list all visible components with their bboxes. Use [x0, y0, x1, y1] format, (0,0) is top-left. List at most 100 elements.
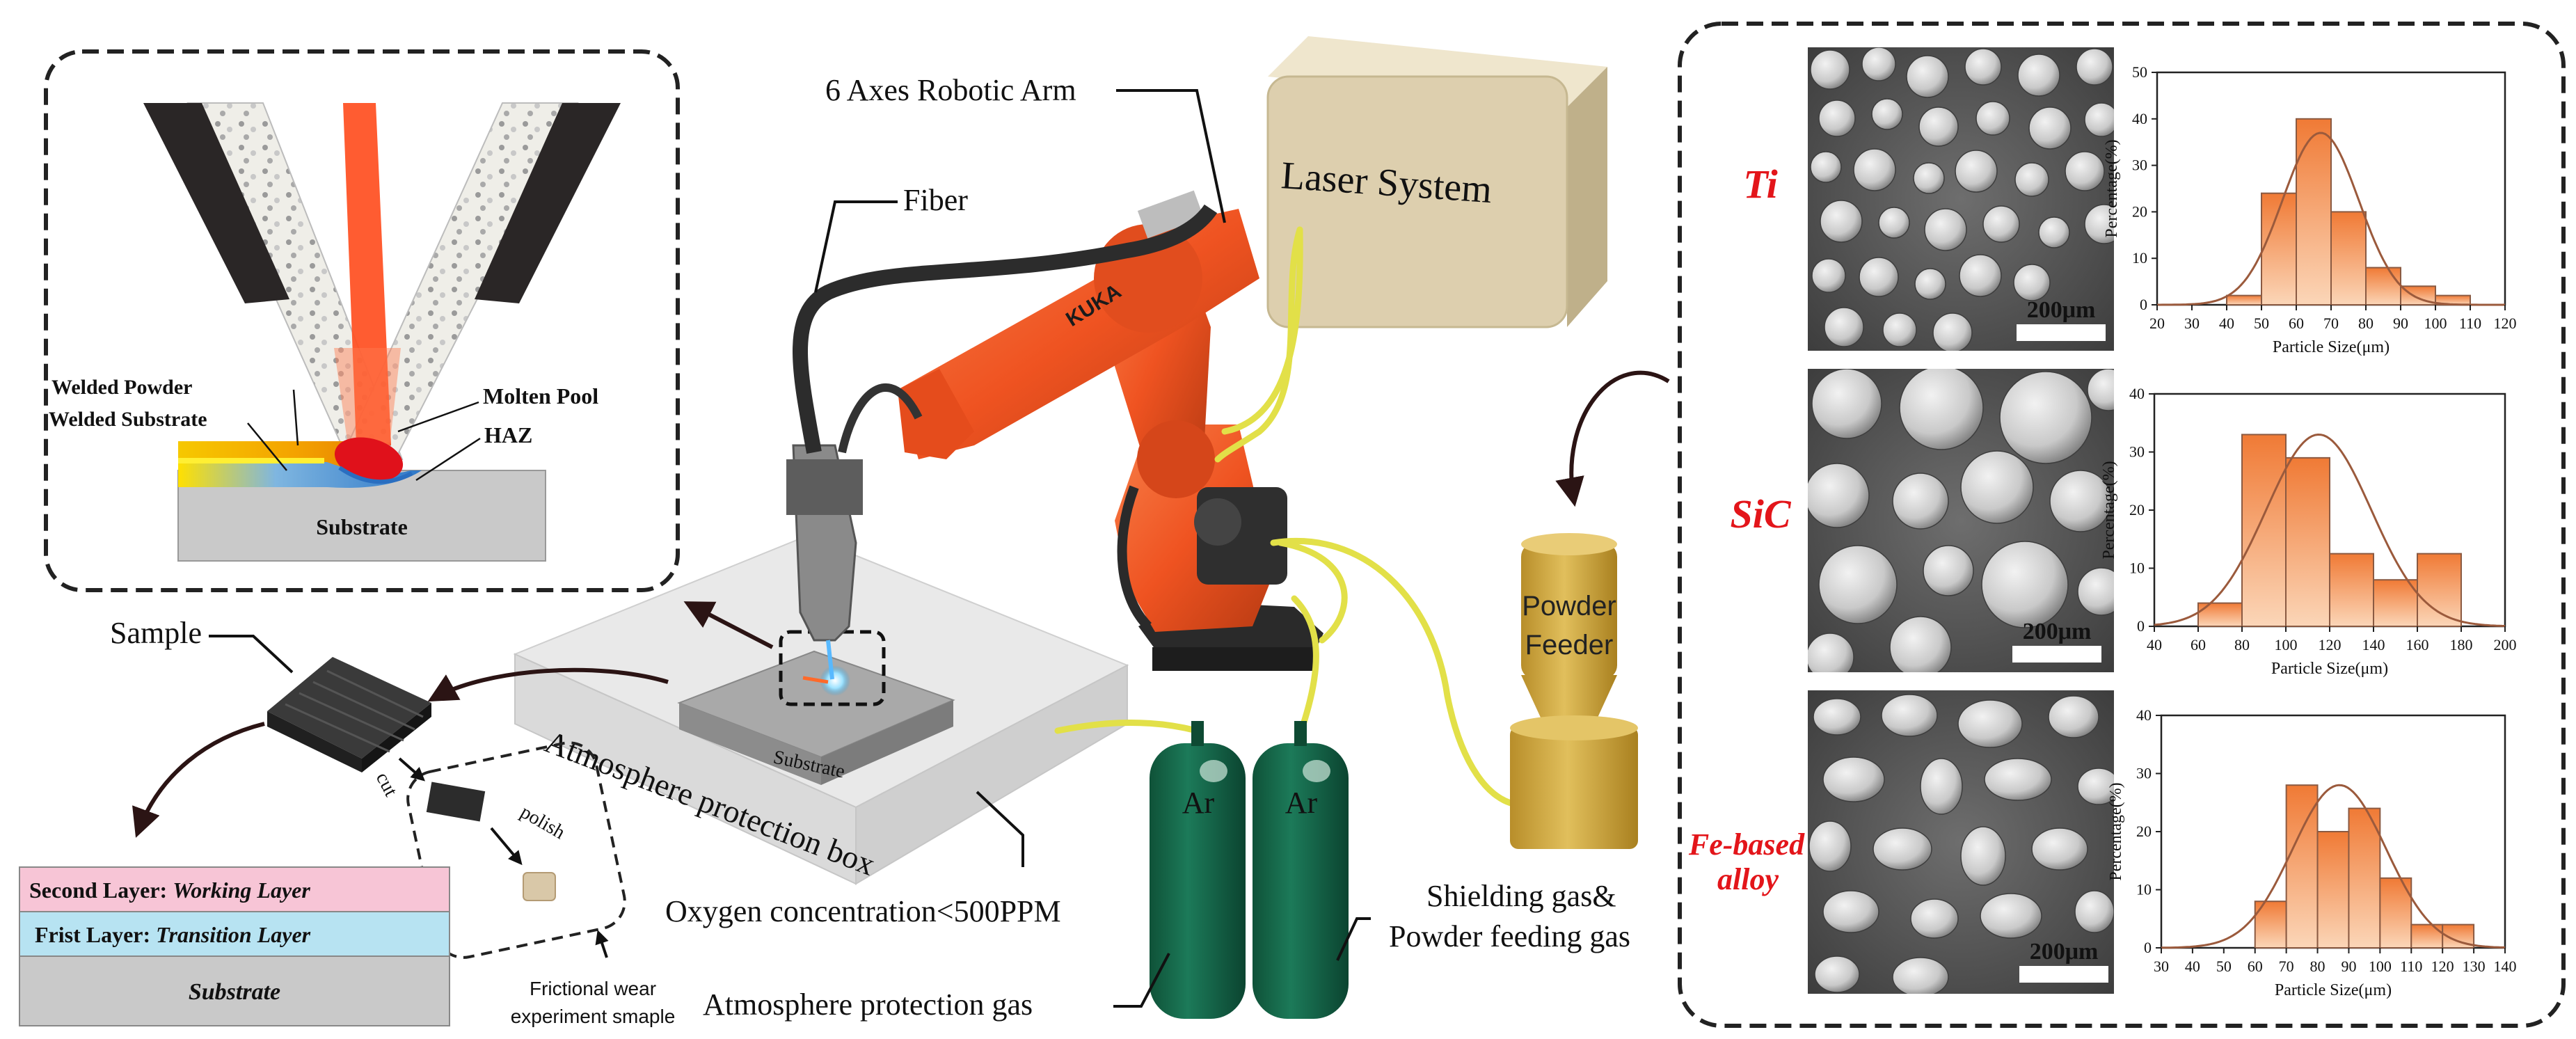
feeder-cone	[1521, 675, 1617, 727]
scale-bar-sic	[2012, 646, 2101, 663]
x-tick-label: 200	[2494, 636, 2517, 653]
layer-substrate-text: Substrate	[189, 979, 280, 1005]
laser-beam	[343, 103, 391, 445]
welded-substrate-band	[178, 462, 422, 488]
oxygen-label: Oxygen concentration<500PPM	[665, 894, 1061, 928]
arrow-to-inset	[683, 601, 774, 649]
y-axis-label: Percentage(%)	[2103, 139, 2121, 237]
arrow-to-sample	[427, 667, 669, 702]
sample-area: Sample cut polish Frictional wear experi…	[110, 616, 675, 1027]
x-tick-label: 40	[2219, 315, 2234, 332]
fit-curve	[2154, 433, 2506, 627]
material-label-fe-2: alloy	[1717, 862, 1779, 896]
scale-label-sic: 200μm	[2023, 619, 2092, 644]
x-tick-label: 100	[2275, 636, 2298, 653]
laser-cone	[334, 348, 401, 445]
x-tick-label: 90	[2393, 315, 2408, 332]
x-tick-label: 40	[2147, 636, 2162, 653]
histogram-bar	[2330, 211, 2367, 306]
x-tick-label: 180	[2450, 636, 2473, 653]
argon-label-left: Ar	[1182, 786, 1215, 820]
haz-rim	[338, 466, 413, 484]
laser-nozzle-tip	[826, 640, 834, 680]
scale-label-ti: 200μm	[2027, 297, 2096, 323]
x-tick-label: 50	[2216, 958, 2232, 975]
laser-box-front	[1266, 75, 1568, 328]
feeder-label-1: Powder	[1522, 591, 1616, 621]
robot-wrist	[898, 369, 974, 459]
robot-arm-label: 6 Axes Robotic Arm	[825, 73, 1076, 107]
x-tick-label: 80	[2358, 315, 2374, 332]
histogram-bar	[2241, 434, 2287, 627]
inset-callouts: Welded Powder Welded Substrate Molten Po…	[49, 376, 598, 539]
shield-label-2: Powder feeding gas	[1389, 919, 1630, 953]
polish-arrow	[490, 827, 523, 866]
wear-label-1: Frictional wear	[530, 978, 656, 999]
substrate-plate-side	[821, 700, 953, 785]
y-tick-label: 0	[2137, 617, 2145, 635]
x-tick-label: 140	[2362, 636, 2385, 653]
x-tick-label: 20	[2149, 315, 2165, 332]
laser-box-side	[1567, 67, 1607, 327]
sem-image-fe: 200μm	[1808, 690, 2114, 994]
cut-arrow	[398, 757, 425, 782]
laser-system: Laser System	[1266, 36, 1607, 328]
y-axis-label: Percentage(%)	[2100, 461, 2118, 559]
layer-working	[19, 866, 450, 912]
x-axis-label: Particle Size(μm)	[2271, 660, 2388, 678]
robot-black-hose	[838, 383, 923, 454]
scale-bar-ti	[2017, 324, 2106, 341]
robot-arm: KUKA	[786, 190, 1323, 680]
x-tick-label: 60	[2289, 315, 2304, 332]
y-tick-label: 30	[2132, 157, 2147, 174]
laser-spot-glow	[820, 665, 850, 696]
x-tick-label: 50	[2254, 315, 2269, 332]
x-tick-label: 70	[2323, 315, 2339, 332]
argon-highlight-left	[1200, 760, 1227, 782]
feeder-label-2: Feeder	[1525, 630, 1614, 660]
x-tick-label: 30	[2184, 315, 2200, 332]
label-inset-substrate: Substrate	[316, 514, 408, 539]
wear-label-2: experiment smaple	[511, 1006, 676, 1027]
y-tick-label: 10	[2132, 249, 2147, 267]
robot-base-plate	[1152, 647, 1314, 671]
molten-pool-shape	[334, 437, 404, 482]
nozzle-body-left	[143, 103, 289, 303]
argon-cylinder-left	[1150, 743, 1246, 1019]
cut-label: cut	[372, 769, 402, 800]
histogram-bar	[2373, 579, 2418, 628]
hose-robot-back	[1277, 539, 1348, 644]
x-tick-label: 110	[2459, 315, 2481, 332]
y-tick-label: 10	[2136, 881, 2152, 898]
flow-arrows	[132, 370, 1670, 838]
powder-feeder: Powder Feeder	[1510, 533, 1638, 849]
nozzle-body-right	[475, 103, 621, 303]
label-welded-substrate: Welded Substrate	[49, 408, 207, 431]
argon-cylinders: Ar Ar	[1150, 721, 1349, 1019]
fit-curve	[2157, 132, 2505, 306]
label-haz: HAZ	[484, 422, 532, 447]
sample-tracks	[285, 669, 424, 753]
x-tick-label: 120	[2431, 958, 2454, 975]
sem-image-ti: 200μm	[1808, 47, 2114, 351]
y-tick-label: 40	[2132, 110, 2147, 127]
argon-label-right: Ar	[1285, 786, 1318, 820]
x-tick-label: 100	[2424, 315, 2447, 332]
hose-argon-left	[1054, 719, 1200, 734]
x-tick-label: 80	[2310, 958, 2325, 975]
hose-laser-to-robot	[1214, 226, 1303, 463]
sample-block-top	[267, 657, 431, 759]
histogram-bar	[2348, 807, 2381, 949]
box-leader	[976, 791, 1024, 867]
substrate-plate-front	[679, 703, 821, 785]
x-axis-label: Particle Size(μm)	[2275, 981, 2392, 999]
laser-head-mount	[786, 459, 863, 515]
argon-highlight-right	[1303, 760, 1330, 782]
sem-image-sic: 200μm	[1808, 369, 2114, 672]
material-label-ti: Ti	[1743, 161, 1777, 207]
y-tick-label: 30	[2136, 765, 2152, 782]
x-tick-label: 120	[2494, 315, 2517, 332]
robot-motor-cap	[1194, 498, 1241, 546]
